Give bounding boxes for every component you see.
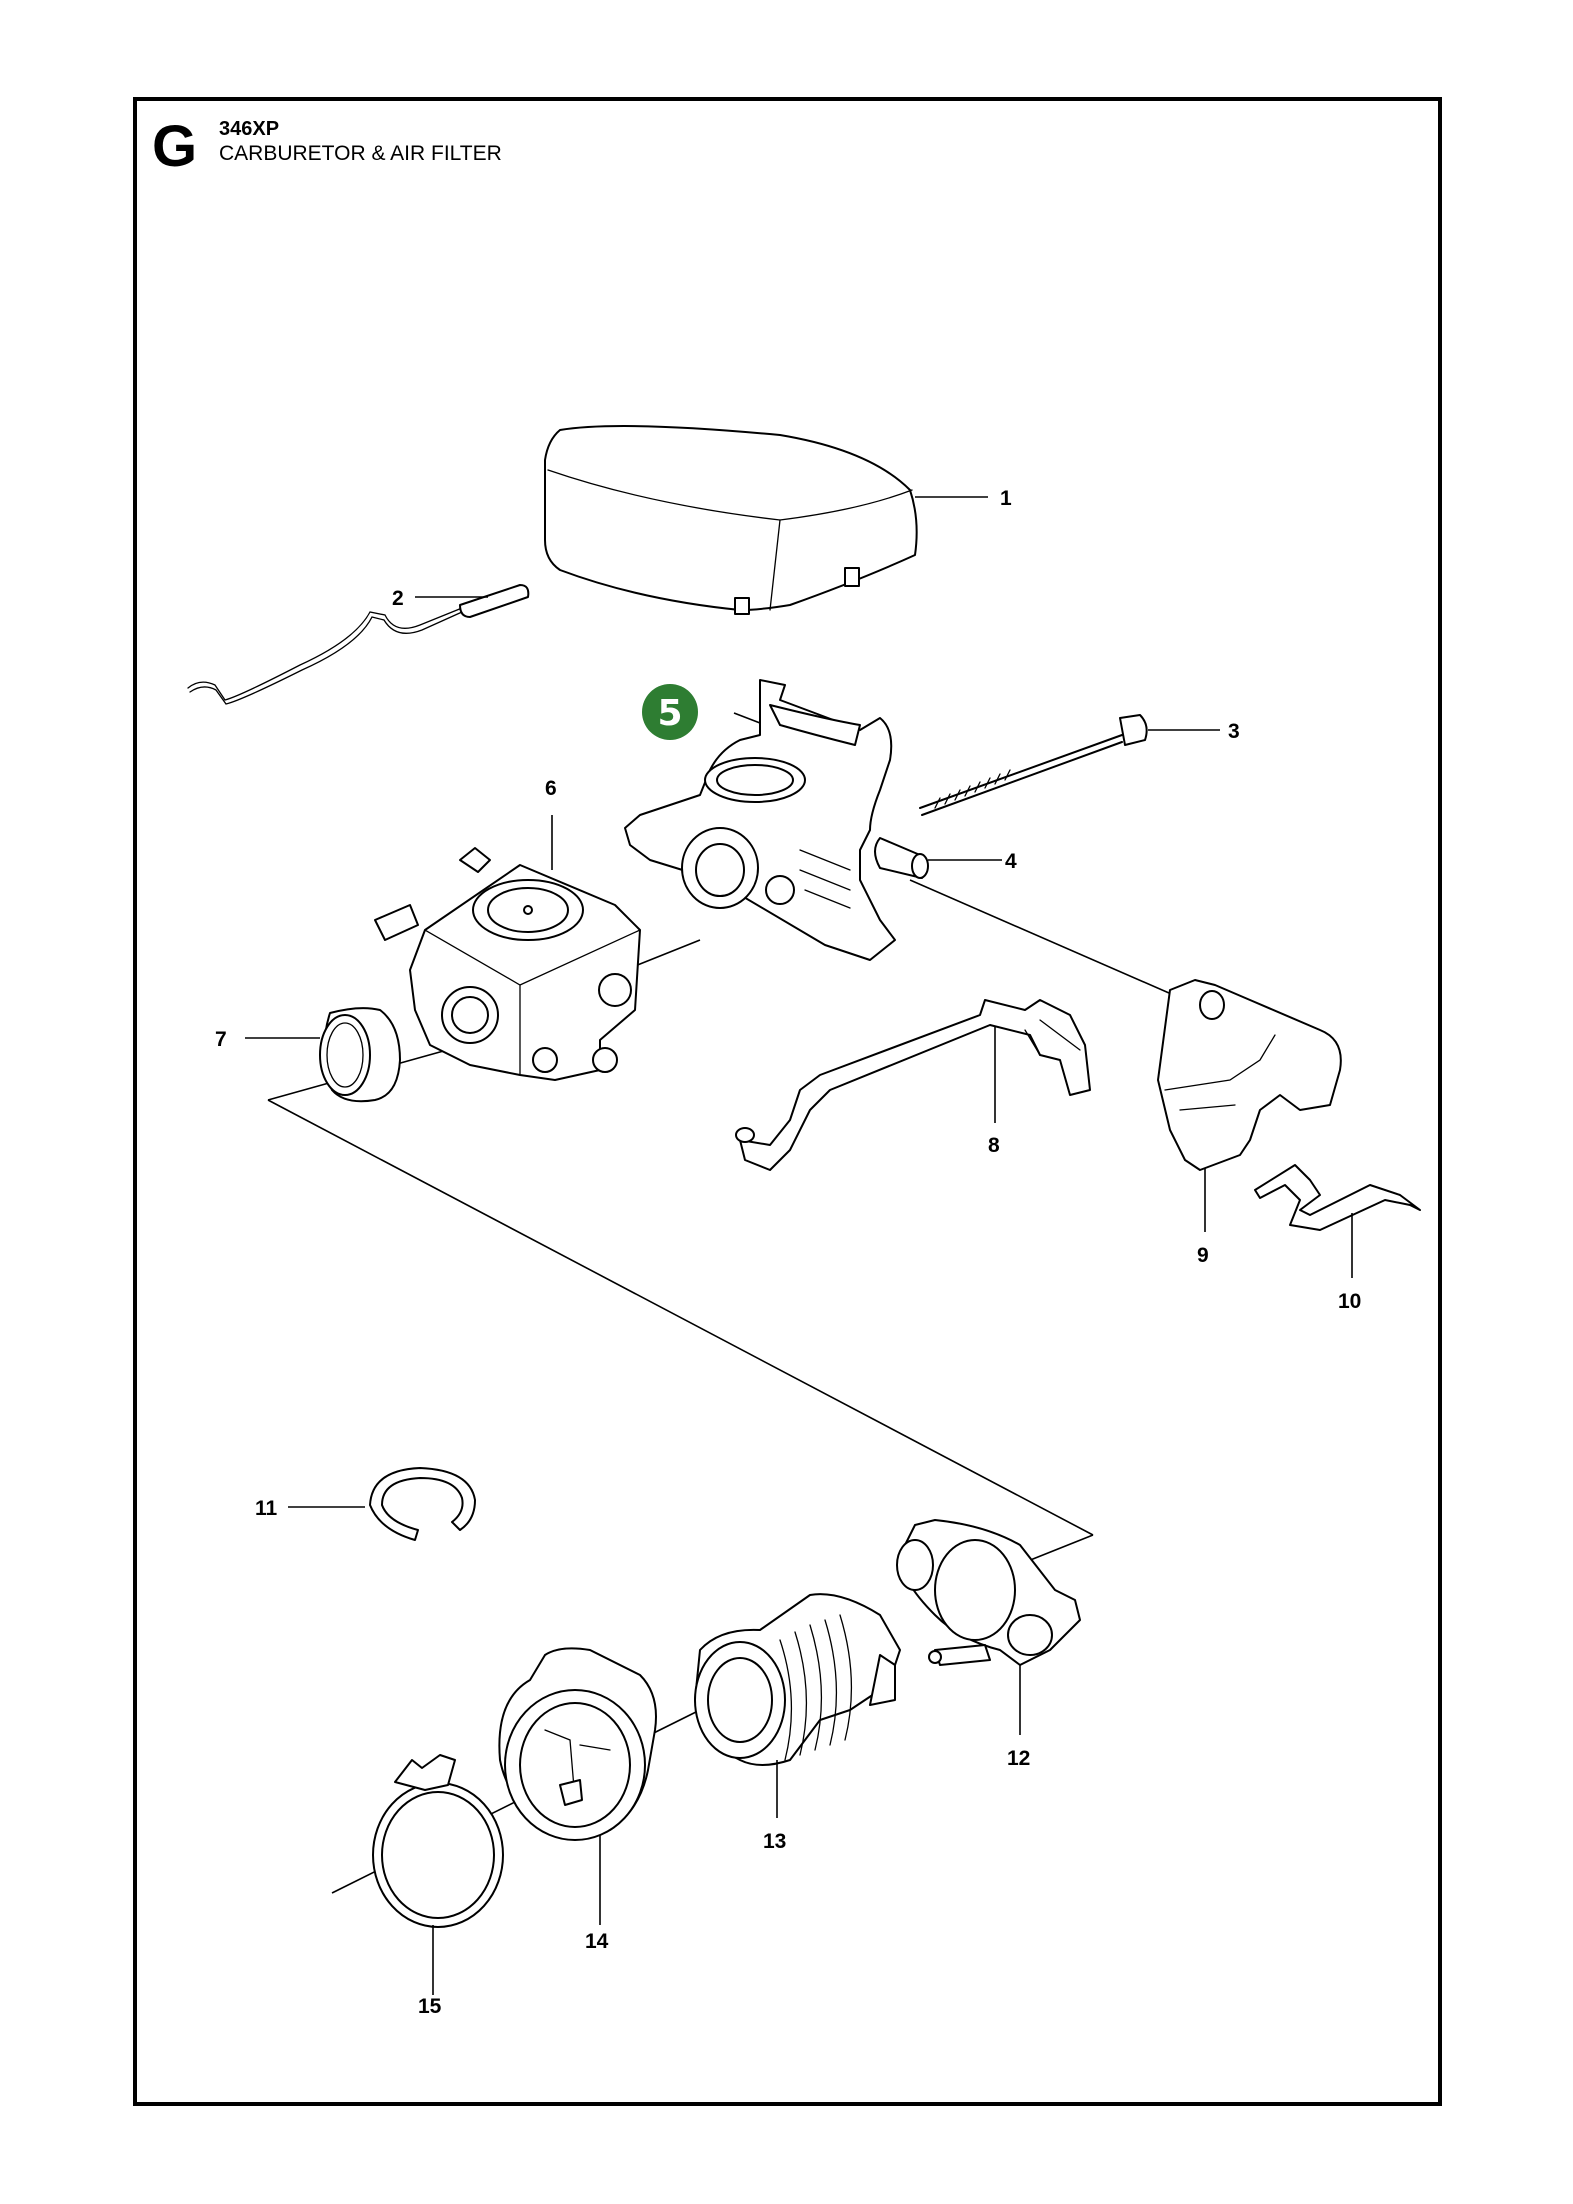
- callout-12: 12: [1007, 1747, 1030, 1770]
- highlighted-part-badge: [642, 684, 698, 740]
- callout-labels: 1 2 3 4 6 7 8 9 10 11 12 13 14 15: [215, 487, 1361, 2018]
- throttle-link-icon: [735, 999, 1091, 1171]
- callout-11: 11: [255, 1497, 278, 1520]
- choke-rod-icon: [187, 584, 530, 705]
- bracket-icon: [1157, 979, 1342, 1171]
- intake-bellows-icon: [694, 1593, 901, 1766]
- callout-3: 3: [1228, 720, 1240, 743]
- model-name: 346XP: [219, 118, 280, 140]
- air-filter-cover-icon: [544, 425, 918, 615]
- callout-9: 9: [1197, 1244, 1209, 1267]
- spring-icon: [1254, 1164, 1421, 1231]
- carburetor-holder-icon: [624, 679, 896, 961]
- sleeve-icon: [874, 837, 929, 879]
- callout-8: 8: [988, 1134, 1000, 1157]
- highlighted-part-number: 5: [657, 693, 682, 734]
- callout-4: 4: [1005, 850, 1017, 873]
- clamp-icon: [896, 1519, 1081, 1666]
- diagram-frame: [133, 97, 1442, 2106]
- intake-adapter-icon: [498, 1647, 657, 1841]
- callout-15: 15: [418, 1995, 442, 2018]
- section-letter: G: [152, 114, 198, 179]
- bolt-icon: [919, 714, 1148, 816]
- gasket-ring-icon: [319, 1007, 401, 1103]
- hose-clamp-icon: [372, 1754, 504, 1928]
- callout-2: 2: [392, 587, 404, 610]
- snap-ring-icon: [369, 1467, 476, 1541]
- callout-1: 1: [1000, 487, 1012, 510]
- carburetor-icon: [374, 847, 641, 1081]
- section-title: CARBURETOR & AIR FILTER: [219, 142, 502, 165]
- callout-7: 7: [215, 1028, 227, 1051]
- callout-10: 10: [1338, 1290, 1361, 1313]
- callout-13: 13: [763, 1830, 786, 1853]
- callout-6: 6: [545, 777, 557, 800]
- callout-14: 14: [585, 1930, 609, 1953]
